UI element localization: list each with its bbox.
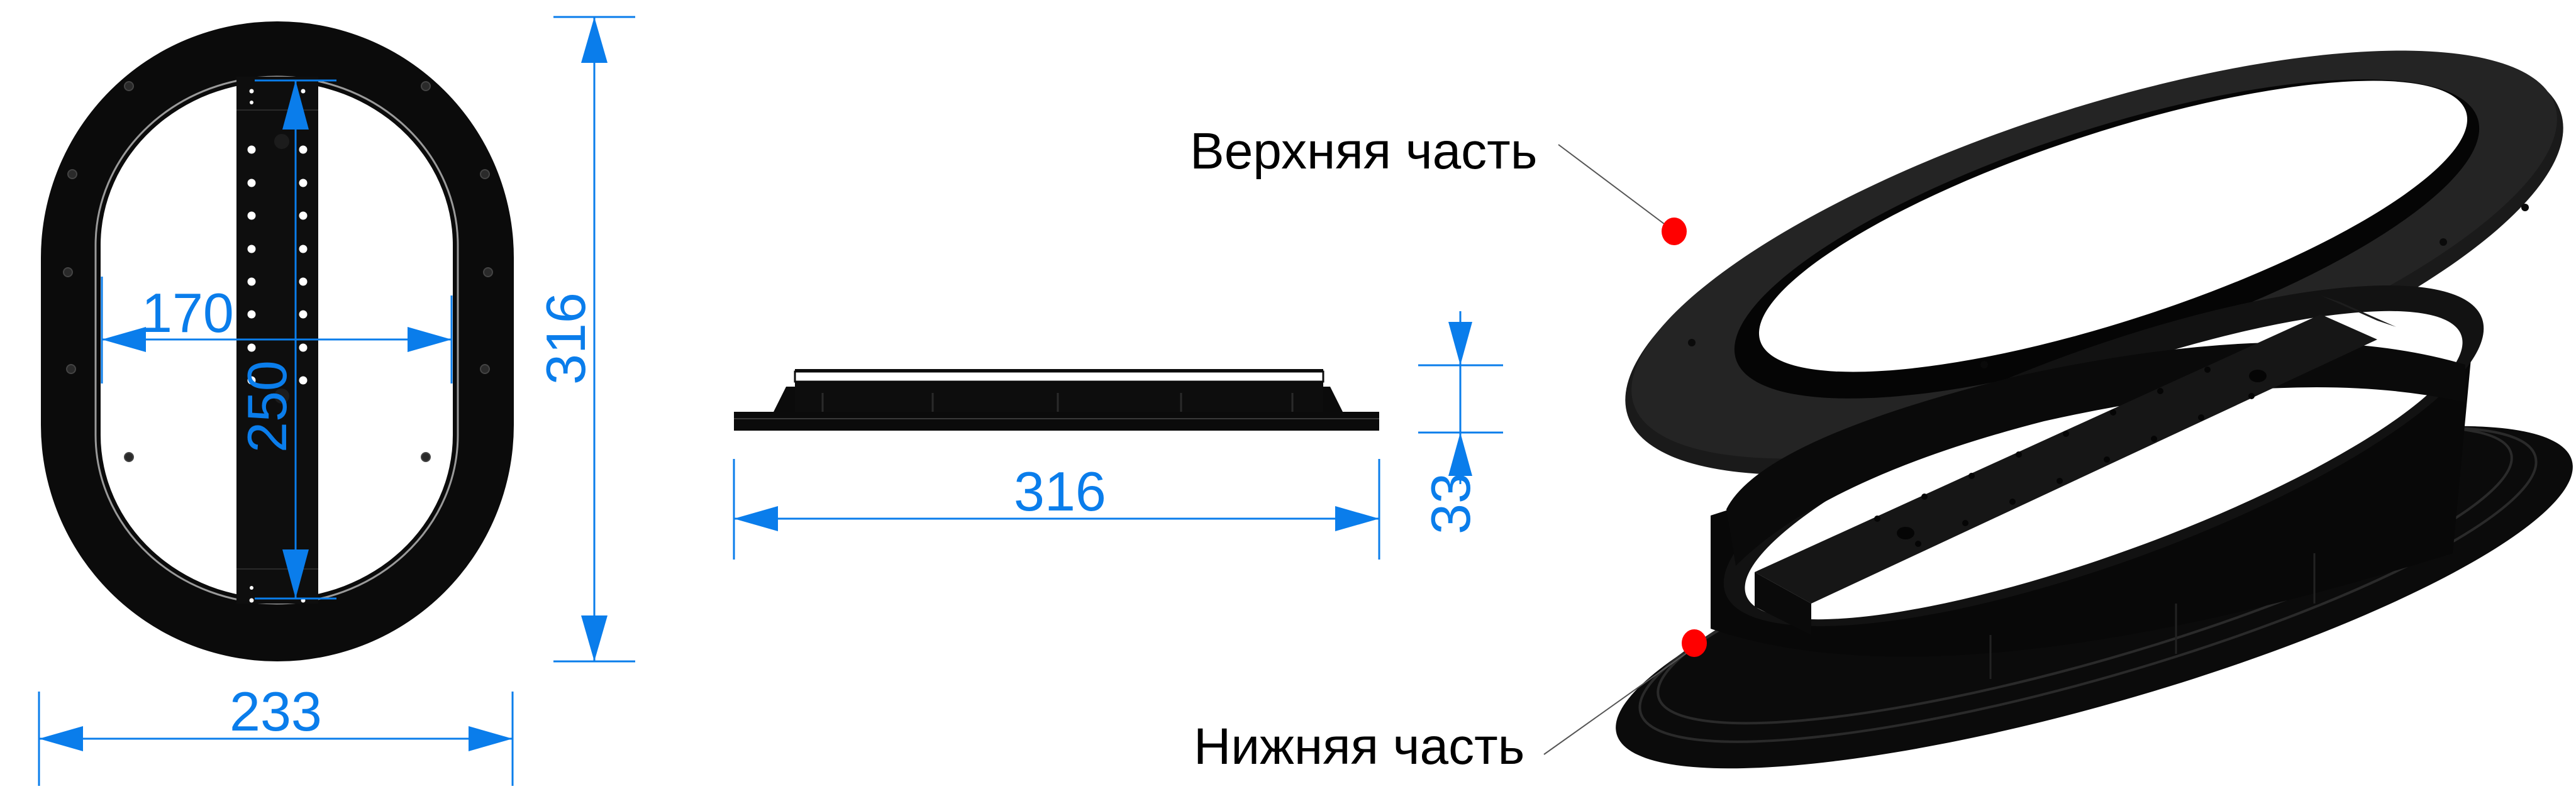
- dimension-inner-height: [255, 79, 336, 600]
- side-base-flange: [734, 412, 1379, 431]
- lower-body-ribs: [1989, 553, 2316, 679]
- frame-mounting-holes: [63, 81, 493, 462]
- dimension-side-length-value: 316: [1014, 460, 1106, 522]
- lower-part-marker: [1682, 629, 1707, 657]
- lower-inner-wall: [1726, 342, 2465, 566]
- upper-ring-opening: [1758, 80, 2468, 372]
- lower-part: [1616, 285, 2573, 769]
- dimension-overall-height: [553, 16, 635, 663]
- upper-part-label: Верхняя часть: [1190, 123, 1537, 180]
- side-view: 316 33: [733, 311, 1503, 560]
- upper-part-marker: [1662, 218, 1687, 245]
- dimension-side-length: [733, 459, 1380, 560]
- dimension-overall-width-value: 233: [230, 680, 322, 742]
- lower-center-bar-holes: [1874, 367, 2267, 547]
- dimension-inner-width: [101, 277, 453, 383]
- dimension-inner-width-value: 170: [142, 282, 234, 344]
- dimension-overall-height-value: 316: [535, 292, 597, 385]
- isometric-view: Верхняя часть Нижняя часть: [1190, 50, 2573, 775]
- upper-part-leader: [1558, 144, 1675, 232]
- dimension-overall-width: [38, 692, 514, 786]
- upper-ring-holes: [1688, 204, 2529, 368]
- top-view: 170 250 233 316: [38, 16, 635, 786]
- upper-part: [1625, 50, 2563, 475]
- side-ribs: [821, 393, 1294, 412]
- lower-part-label: Нижняя часть: [1194, 718, 1524, 775]
- dimension-side-height: [1418, 311, 1503, 484]
- dimension-side-height-value: 33: [1419, 473, 1482, 534]
- lower-part-leader: [1543, 647, 1695, 755]
- side-top-strip: [794, 370, 1324, 383]
- center-bar-holes: [247, 89, 308, 603]
- dimension-inner-height-value: 250: [236, 360, 298, 453]
